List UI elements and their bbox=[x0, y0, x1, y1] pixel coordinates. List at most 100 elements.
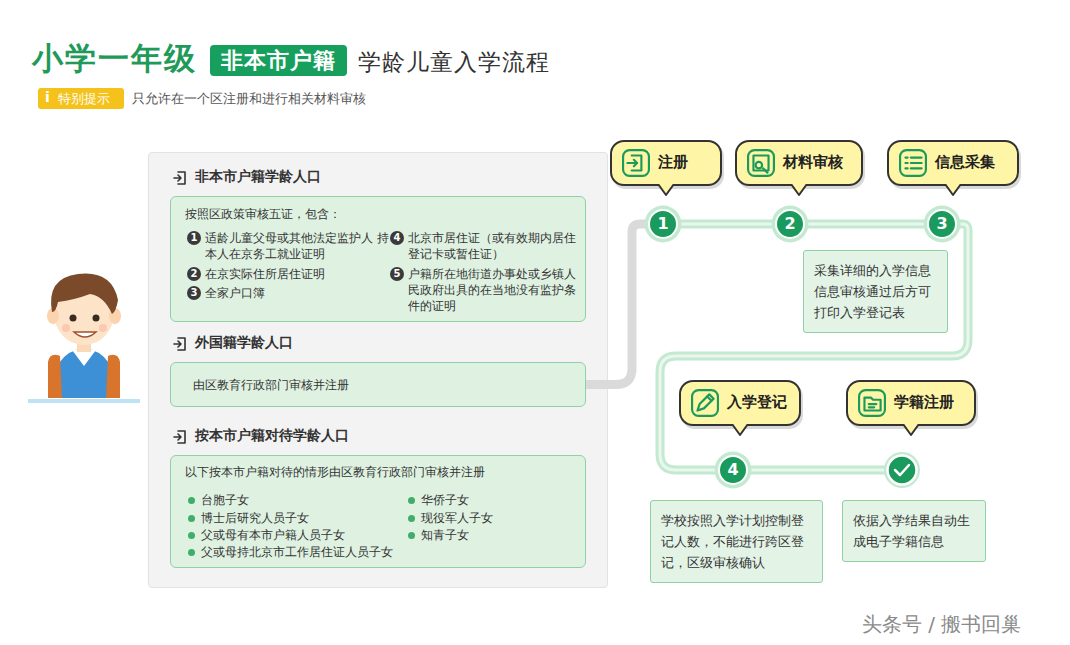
heading-icon bbox=[172, 336, 188, 352]
eye bbox=[70, 315, 77, 322]
step-title: 信息采集 bbox=[935, 153, 995, 172]
bullet-dot bbox=[188, 515, 195, 522]
step-title: 材料审核 bbox=[783, 153, 843, 172]
bubble-tail bbox=[943, 184, 963, 197]
box-text: 博士后研究人员子女 bbox=[201, 510, 411, 526]
track-band bbox=[678, 220, 775, 229]
bubble-node: 注册 bbox=[610, 140, 722, 186]
step-icon-stroke bbox=[911, 157, 922, 159]
heading-icon bbox=[172, 170, 188, 186]
track-inner bbox=[805, 223, 927, 226]
cheek bbox=[62, 324, 70, 332]
bubble-tail bbox=[789, 184, 809, 197]
track-connector bbox=[678, 224, 775, 225]
step-icon-stroke bbox=[756, 162, 762, 168]
section-heading: 外国籍学龄人口 bbox=[195, 334, 293, 352]
bullet-dot bbox=[188, 532, 195, 539]
step-icon-stroke bbox=[869, 403, 877, 405]
ground-line bbox=[28, 399, 140, 403]
check-mark bbox=[895, 465, 909, 475]
bubble-tail bbox=[901, 424, 921, 437]
bubble-node: 入学登记 bbox=[679, 380, 801, 426]
track-connector bbox=[660, 224, 968, 470]
step-icon-stroke bbox=[697, 394, 713, 410]
track-band bbox=[660, 224, 968, 470]
item-number: 1 bbox=[187, 231, 201, 245]
green-node: 非本市户籍学龄人口按照区政策审核五证，包含：适龄儿童父母或其他法定监护人 持本人… bbox=[170, 196, 586, 322]
step-icon-stroke bbox=[911, 167, 922, 169]
box-text: 华侨子女 bbox=[421, 492, 581, 508]
bubble-node: 学籍注册 bbox=[846, 380, 976, 426]
backpack bbox=[48, 355, 62, 398]
track-band bbox=[805, 220, 927, 229]
badge-text: 非本市户籍 bbox=[221, 46, 336, 76]
note-node: 学校按照入学计划控制登 记人数，不能进行跨区登 记，区级审核确认 bbox=[650, 500, 823, 583]
cheek bbox=[99, 324, 107, 332]
step-icon-stroke bbox=[869, 406, 874, 408]
bubble-tail-shape bbox=[945, 184, 961, 195]
step-icon bbox=[747, 149, 775, 177]
bubble-tail bbox=[730, 424, 750, 437]
step-icon-stroke bbox=[763, 168, 767, 172]
tag-node: 特别提示i bbox=[38, 88, 124, 109]
step-icon-frame bbox=[859, 390, 885, 416]
step-icon-stroke bbox=[911, 162, 922, 164]
tag-text: 特别提示 bbox=[58, 90, 110, 108]
item-number: 3 bbox=[187, 286, 201, 300]
track-connector bbox=[805, 224, 927, 225]
step-title: 注册 bbox=[658, 153, 688, 172]
bullet-dot bbox=[188, 549, 195, 556]
green-node: 外国籍学龄人口由区教育行政部门审核并注册 bbox=[170, 362, 586, 407]
section-heading: 按本市户籍对待学龄人口 bbox=[195, 427, 349, 445]
step-icon bbox=[858, 389, 886, 417]
step-icon-stroke bbox=[864, 398, 880, 411]
track-band bbox=[586, 224, 648, 385]
mouth bbox=[74, 332, 96, 337]
box-text: 父或母持北京市工作居住证人员子女 bbox=[201, 544, 411, 560]
note-text: 采集详细的入学信息 信息审核通过后方可 打印入学登记表 bbox=[814, 260, 937, 323]
dot-node: 1 bbox=[648, 209, 678, 239]
box-text: 由区教育行政部门审核并注册 bbox=[193, 377, 573, 393]
dot-node: 2 bbox=[775, 209, 805, 239]
bubble-tail-shape bbox=[791, 184, 807, 195]
track-connector bbox=[586, 224, 648, 385]
heading-icon-shape bbox=[174, 431, 185, 443]
box-text: 知青子女 bbox=[421, 527, 581, 543]
page-title: 小学一年级 bbox=[32, 38, 197, 80]
bullet-dot bbox=[188, 497, 195, 504]
step-icon-frame bbox=[900, 150, 926, 176]
step-icon-stroke bbox=[753, 155, 768, 170]
note-text: 依据入学结果自动生 成电子学籍信息 bbox=[853, 510, 975, 552]
step-number: 3 bbox=[936, 216, 947, 232]
step-icon-stroke bbox=[707, 397, 711, 401]
eye bbox=[93, 315, 100, 322]
dot-node: 4 bbox=[718, 455, 748, 485]
step-icon bbox=[622, 149, 650, 177]
step-title: 学籍注册 bbox=[894, 393, 954, 412]
step-icon-stroke bbox=[634, 160, 637, 166]
box-text: 在京实际住所居住证明 bbox=[205, 266, 389, 282]
box-text: 父或母有本市户籍人员子女 bbox=[201, 527, 411, 543]
step-number: 1 bbox=[657, 216, 668, 232]
step-icon-frame bbox=[623, 150, 649, 176]
step-icon bbox=[899, 149, 927, 177]
heading-icon bbox=[172, 429, 188, 445]
heading-icon-shape bbox=[174, 172, 185, 184]
step-title: 入学登记 bbox=[727, 393, 787, 412]
hair bbox=[51, 274, 118, 314]
step-number: 4 bbox=[727, 462, 738, 478]
step-icon-stroke bbox=[905, 167, 907, 169]
note-text: 学校按照入学计划控制登 记人数，不能进行跨区登 记，区级审核确认 bbox=[661, 510, 812, 573]
bubble-tail-shape bbox=[732, 424, 748, 435]
check-ring bbox=[884, 452, 920, 488]
bubble-tail bbox=[656, 184, 676, 197]
collar bbox=[72, 350, 96, 366]
step-icon-frame bbox=[692, 390, 718, 416]
note-node: 采集详细的入学信息 信息审核通过后方可 打印入学登记表 bbox=[803, 250, 948, 333]
box-text: 台胞子女 bbox=[201, 492, 411, 508]
step-icon-stroke bbox=[905, 162, 907, 164]
box-text: 北京市居住证（或有效期内居住 登记卡或暂住证） bbox=[408, 230, 582, 262]
track-inner bbox=[678, 223, 775, 226]
box-text: 全家户口簿 bbox=[205, 285, 389, 301]
item-number: 4 bbox=[390, 231, 404, 245]
